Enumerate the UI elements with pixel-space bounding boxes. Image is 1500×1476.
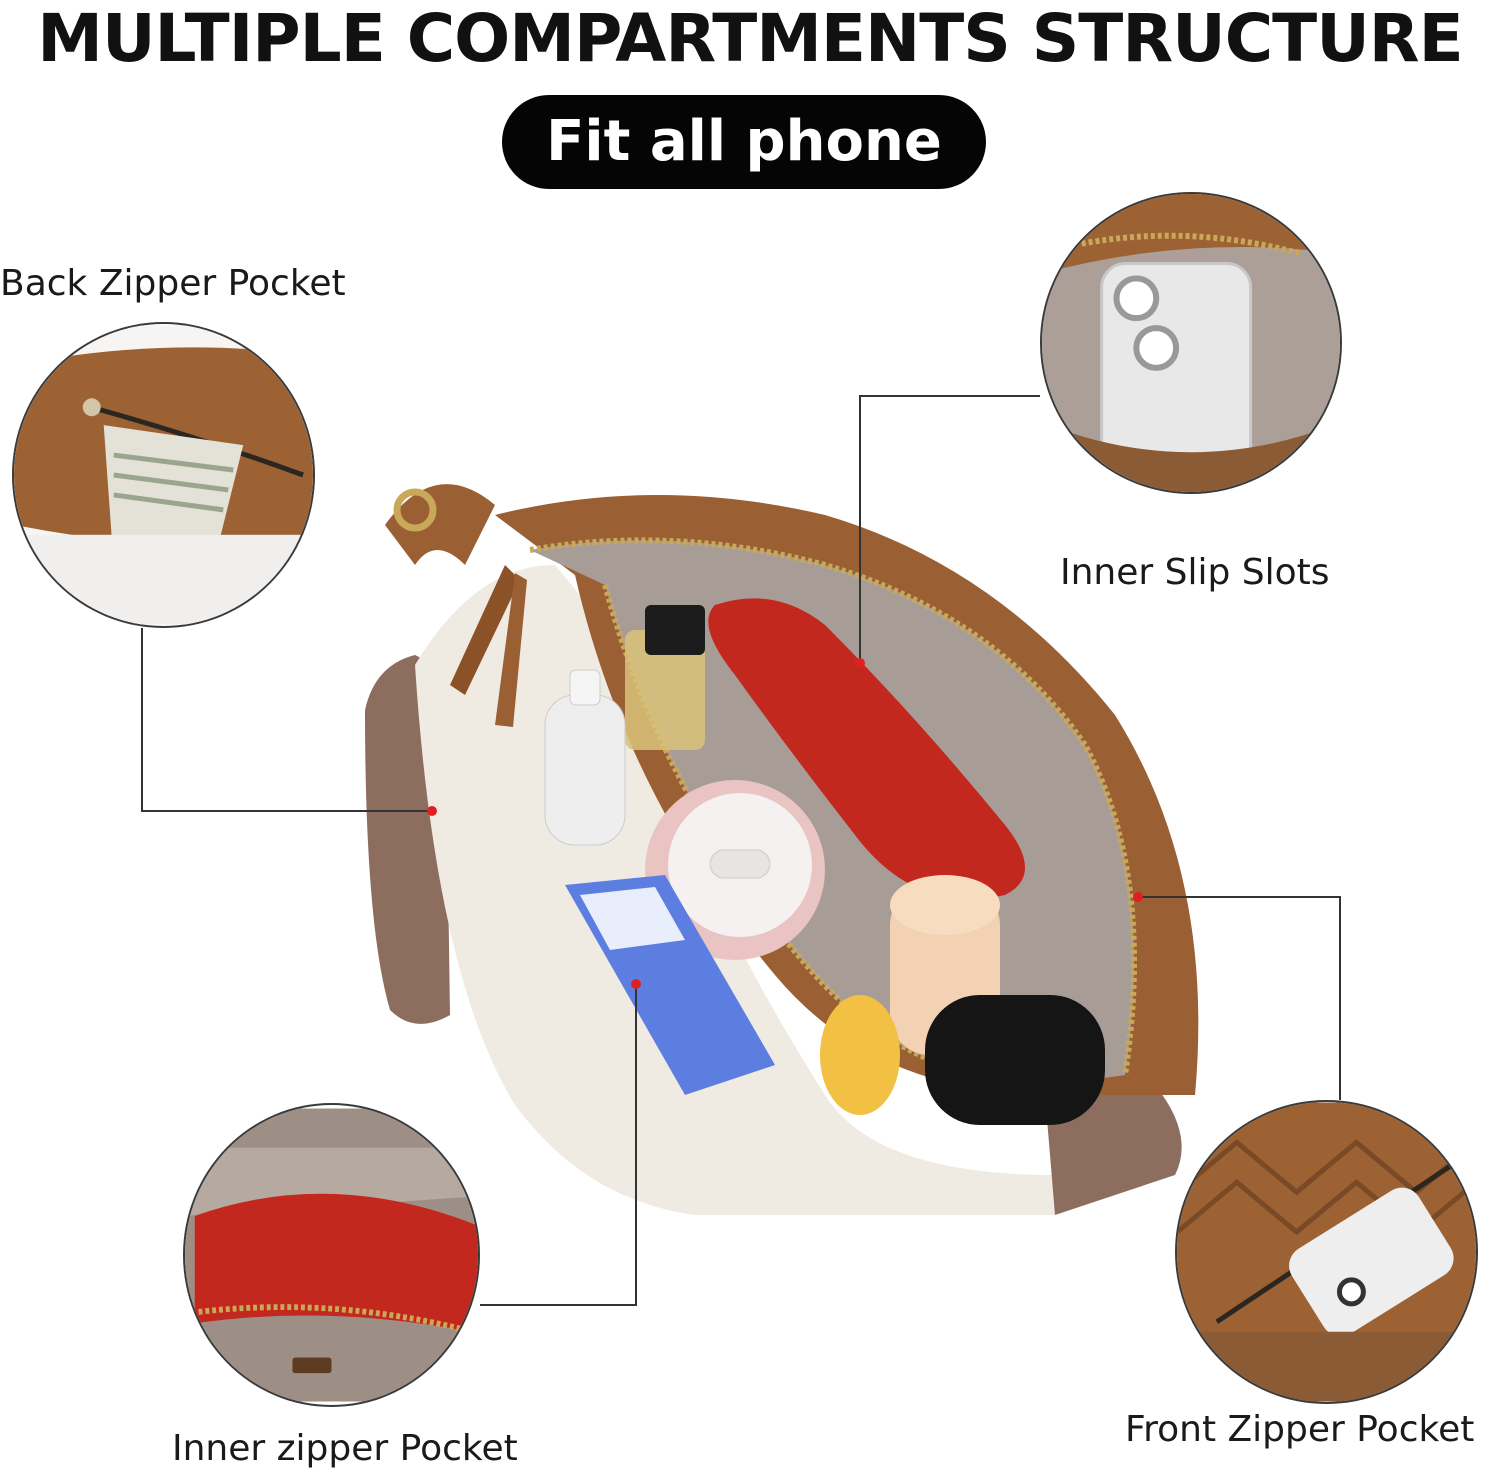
crossbody-bag-photo	[355, 455, 1215, 1215]
zipper-tassel-2	[495, 573, 527, 727]
inner-zipper-pocket-detail	[183, 1103, 480, 1407]
tissue-label	[580, 887, 685, 950]
back-shadow	[14, 534, 313, 625]
spray-bottle	[544, 694, 626, 846]
foundation-cap	[890, 875, 1000, 935]
slip-slot-illustration	[1042, 194, 1340, 492]
d-ring	[393, 488, 437, 532]
yellow-sponge	[820, 995, 900, 1115]
brand-tag	[292, 1357, 332, 1374]
spray-nozzle	[569, 669, 601, 706]
front-pocket-illustration	[1177, 1102, 1476, 1402]
inner-zipper-illustration	[185, 1108, 478, 1402]
back-pocket-illustration	[14, 325, 313, 625]
strap-tab	[385, 484, 495, 565]
earbuds-case	[925, 995, 1105, 1125]
front-bottom	[1177, 1331, 1476, 1402]
bag-illustration	[365, 484, 1199, 1215]
back-zipper-pocket-label: Back Zipper Pocket	[0, 263, 346, 304]
perfume-bottle	[625, 630, 705, 750]
front-phone-camera	[1336, 1277, 1366, 1307]
perfume-cap	[645, 605, 705, 655]
phone-camera-1	[1113, 275, 1160, 322]
phone-camera-2	[1133, 325, 1180, 371]
zipper-tassel	[450, 565, 520, 695]
inner-top-panel	[185, 1147, 478, 1216]
back-zipper-line	[83, 402, 304, 478]
inner-slip-slots-label: Inner Slip Slots	[1060, 552, 1330, 593]
inner-zipper-line	[185, 1304, 478, 1336]
compact-handle	[709, 849, 771, 879]
front-zipper-pocket-detail	[1175, 1100, 1478, 1404]
cash-lines	[113, 452, 234, 513]
fit-all-phone-badge: Fit all phone	[502, 95, 986, 189]
bag-base	[1045, 1085, 1182, 1215]
page-title: MULTIPLE COMPARTMENTS STRUCTURE	[37, 0, 1463, 77]
slot-rim	[1042, 194, 1340, 274]
zipper-puller	[82, 398, 101, 417]
badge-label: Fit all phone	[546, 109, 942, 174]
back-zipper-pocket-detail	[12, 322, 315, 628]
front-zipper-pocket-label: Front Zipper Pocket	[1125, 1409, 1475, 1450]
inner-slip-slots-detail	[1040, 192, 1342, 494]
inner-zipper-pocket-label: Inner zipper Pocket	[172, 1428, 518, 1469]
front-phone	[1289, 1187, 1454, 1337]
red-wallet	[708, 598, 1025, 899]
inner-red-wallet	[194, 1193, 478, 1334]
